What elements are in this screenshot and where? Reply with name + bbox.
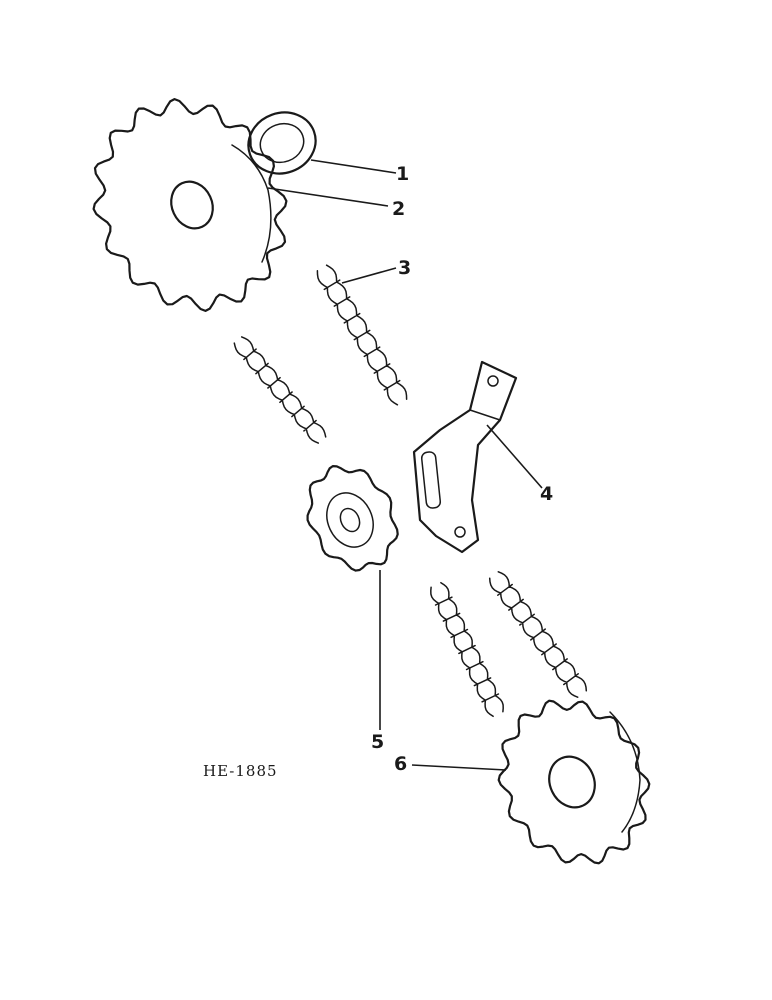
callout-labels: 1 2 3 4 5 6 xyxy=(371,163,553,775)
callout-1: 1 xyxy=(396,163,409,185)
callout-5: 5 xyxy=(371,731,384,753)
part-3-chain-upper xyxy=(316,264,408,406)
part-2-large-sprocket xyxy=(92,98,288,312)
callout-2: 2 xyxy=(392,198,405,220)
callout-4: 4 xyxy=(540,483,553,505)
part-5-small-sprocket xyxy=(306,465,399,572)
part-1-washer xyxy=(247,111,317,175)
leader-lines xyxy=(267,159,543,771)
part-4-bracket xyxy=(412,360,518,554)
part-6-large-sprocket xyxy=(497,699,651,865)
chain-segment-lower-right xyxy=(488,571,588,698)
drawing-code: HE-1885 xyxy=(203,762,278,780)
chain-segment-left xyxy=(233,336,327,444)
chain-segment-lower-left xyxy=(430,581,504,718)
callout-6: 6 xyxy=(394,753,407,775)
callout-3: 3 xyxy=(398,257,411,279)
